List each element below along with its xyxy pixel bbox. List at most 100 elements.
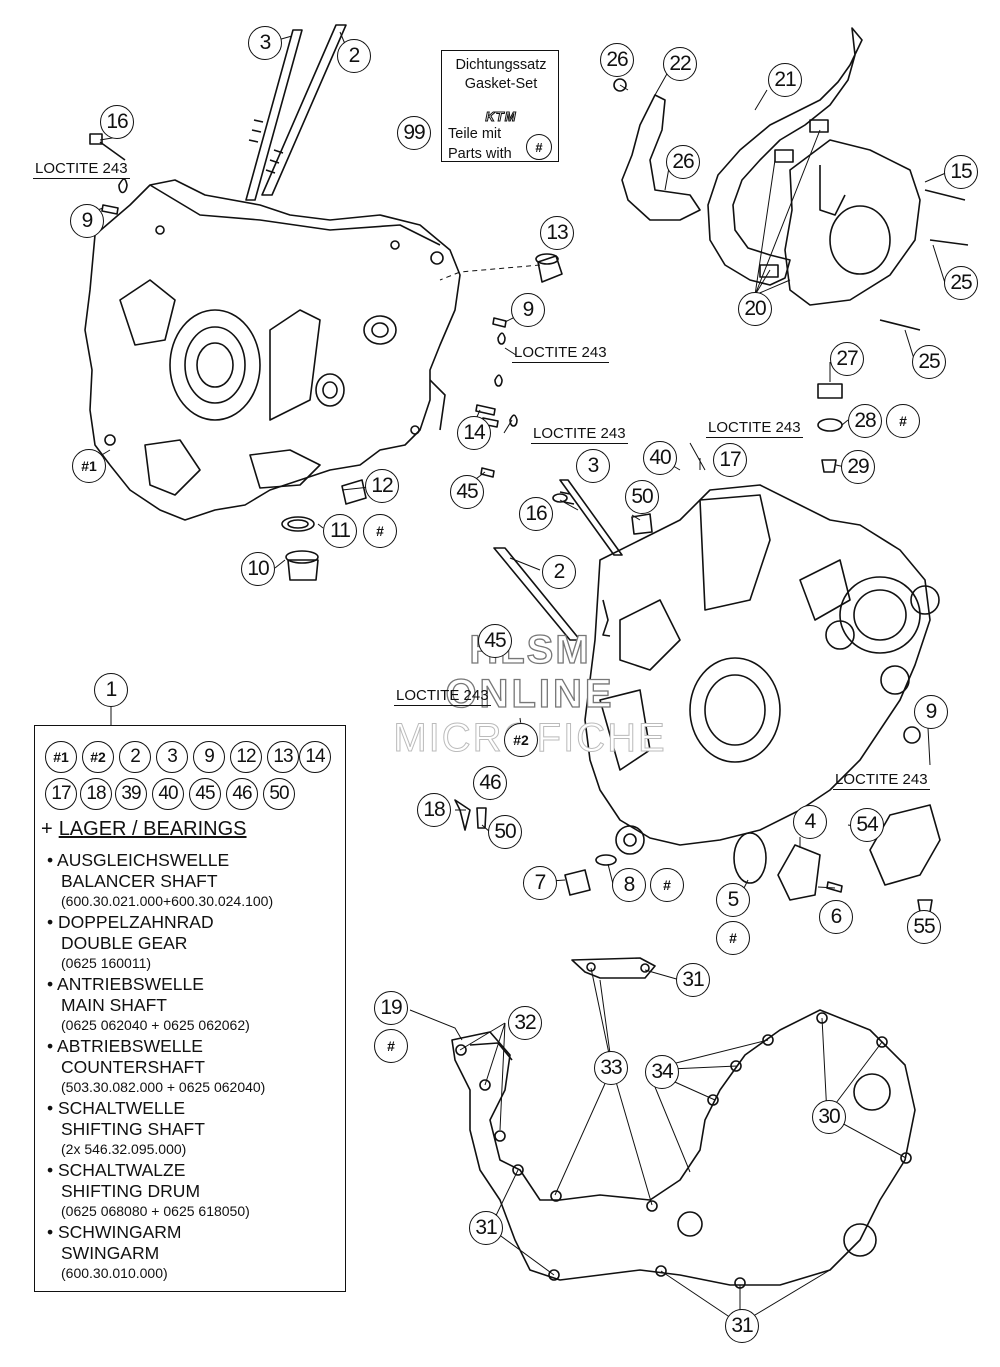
callout-9: 9 — [914, 695, 948, 729]
callout-33: 31 — [676, 963, 710, 997]
callout-2: 2 — [337, 39, 371, 73]
bearing-de: AUSGLEICHSWELLE — [47, 850, 273, 871]
bearing-de: SCHWINGARM — [47, 1222, 181, 1243]
kit-item: 13 — [267, 741, 299, 773]
callout-14: 14 — [457, 416, 491, 450]
kit-item: 50 — [263, 778, 295, 810]
callout-10: 10 — [241, 552, 275, 586]
callout-5: 5 — [716, 883, 750, 917]
callout-55: 55 — [907, 910, 941, 944]
gasket-set-box: Dichtungssatz Gasket-Set KTM Teile mit P… — [441, 40, 569, 162]
callout-16: 16 — [519, 497, 553, 531]
callout-34: 33 — [594, 1051, 628, 1085]
callout-22: 22 — [663, 47, 697, 81]
kit-item: 17 — [45, 778, 77, 810]
callout-6: 6 — [819, 900, 853, 934]
callout-30: 30 — [812, 1100, 846, 1134]
bearing-entry: ANTRIEBSWELLE MAIN SHAFT (0625 062040 + … — [47, 974, 250, 1034]
bearing-part-number: (600.30.010.000) — [61, 1265, 168, 1281]
callout-25: 25 — [912, 345, 946, 379]
callout-13: 13 — [540, 216, 574, 250]
callout-26: 26 — [666, 145, 700, 179]
loctite-note: LOCTITE 243 — [33, 160, 130, 179]
callout-31: 31 — [469, 1211, 503, 1245]
gasket-note-de: Teile mit — [448, 126, 502, 142]
bearing-entry: SCHALTWELLE SHIFTING SHAFT (2x 546.32.09… — [47, 1098, 205, 1158]
loctite-note: LOCTITE 243 — [394, 687, 491, 706]
kit-item: 39 — [115, 778, 147, 810]
callout-1: 1 — [94, 673, 128, 707]
callout-12: 12 — [365, 469, 399, 503]
callout-40: 45 — [450, 475, 484, 509]
callout-3: 3 — [576, 449, 610, 483]
callout-25: 25 — [944, 266, 978, 300]
callout-8: 8 — [612, 868, 646, 902]
callout-45: 46 — [473, 766, 507, 800]
gasket-set-box-face: Dichtungssatz Gasket-Set KTM Teile mit P… — [441, 50, 559, 162]
bearing-entry: DOPPELZAHNRAD DOUBLE GEAR (0625 160011) — [47, 912, 214, 972]
bearing-de: ABTRIEBSWELLE — [47, 1036, 265, 1057]
crankcase-kit-box: #1 #2 2 3 9 12 13 14 17 18 39 40 45 46 5… — [34, 725, 346, 1292]
kit-item: 9 — [193, 741, 225, 773]
callout-hash-1: #1 — [72, 449, 106, 483]
gasket-33 — [571, 957, 656, 979]
bearing-part-number: (0625 068080 + 0625 618050) — [61, 1203, 250, 1219]
callout-46: 50 — [488, 815, 522, 849]
kit-item: 40 — [152, 778, 184, 810]
cover-20 — [784, 139, 921, 306]
plus-sign: + — [41, 818, 53, 840]
loctite-note: LOCTITE 243 — [531, 425, 628, 444]
bearing-en: MAIN SHAFT — [61, 995, 167, 1015]
bearing-en: COUNTERSHAFT — [61, 1057, 205, 1077]
callout-26: 26 — [600, 43, 634, 77]
bearing-de: ANTRIEBSWELLE — [47, 974, 250, 995]
callout-32: 32 — [508, 1006, 542, 1040]
callout-18: 18 — [417, 793, 451, 827]
callout-27: 27 — [830, 342, 864, 376]
callout-20: 20 — [738, 292, 772, 326]
gasket-set-en: Gasket-Set — [464, 76, 538, 92]
loctite-note: LOCTITE 243 — [512, 344, 609, 363]
bearing-entry: AUSGLEICHSWELLE BALANCER SHAFT (600.30.0… — [47, 850, 273, 910]
callout-3: 3 — [248, 26, 282, 60]
bearing-de: SCHALTWALZE — [47, 1160, 250, 1181]
callout-9: 9 — [511, 293, 545, 327]
bearings-heading: +LAGER / BEARINGS — [41, 818, 247, 841]
gasket-hash-badge: # — [526, 134, 552, 160]
left-crankcase-half — [84, 179, 461, 521]
bearing-de: DOPPELZAHNRAD — [47, 912, 214, 933]
bearing-part-number: (0625 062040 + 0625 062062) — [61, 1017, 250, 1033]
bearing-en: DOUBLE GEAR — [61, 933, 188, 953]
callout-50: 50 — [625, 480, 659, 514]
loctite-note: LOCTITE 243 — [833, 771, 930, 790]
cover-54 — [869, 804, 941, 886]
kit-item: 3 — [156, 741, 188, 773]
callout-hash: # — [363, 514, 397, 548]
callout-31: 31 — [725, 1309, 759, 1343]
bearings-title: LAGER / BEARINGS — [58, 818, 247, 840]
right-crankcase-half — [584, 484, 931, 846]
callout-11: 11 — [323, 514, 357, 548]
callout-29: 29 — [841, 450, 875, 484]
bearing-entry: SCHWINGARM SWINGARM (600.30.010.000) — [47, 1222, 181, 1282]
bearing-part-number: (0625 160011) — [61, 955, 152, 971]
callout-hash: # — [650, 868, 684, 902]
callout-40: 45 — [478, 624, 512, 658]
callout-99: 99 — [397, 116, 431, 150]
callout-28: 28 — [848, 404, 882, 438]
bearing-en: SHIFTING DRUM — [61, 1181, 201, 1201]
callout-4: 4 — [793, 805, 827, 839]
gasket-21 — [707, 27, 863, 286]
bearing-en: SWINGARM — [61, 1243, 160, 1263]
callout-hash: # — [886, 404, 920, 438]
kit-item: #2 — [82, 741, 114, 773]
callout-16: 16 — [100, 105, 134, 139]
gasket-22 — [621, 94, 701, 221]
gasket-set-de: Dichtungssatz — [455, 57, 547, 73]
bearing-part-number: (2x 546.32.095.000) — [61, 1141, 187, 1157]
kit-item: 18 — [80, 778, 112, 810]
kit-item: 12 — [230, 741, 262, 773]
bearing-entry: SCHALTWALZE SHIFTING DRUM (0625 068080 +… — [47, 1160, 250, 1220]
callout-39: 40 — [643, 441, 677, 475]
callout-15: 15 — [944, 155, 978, 189]
